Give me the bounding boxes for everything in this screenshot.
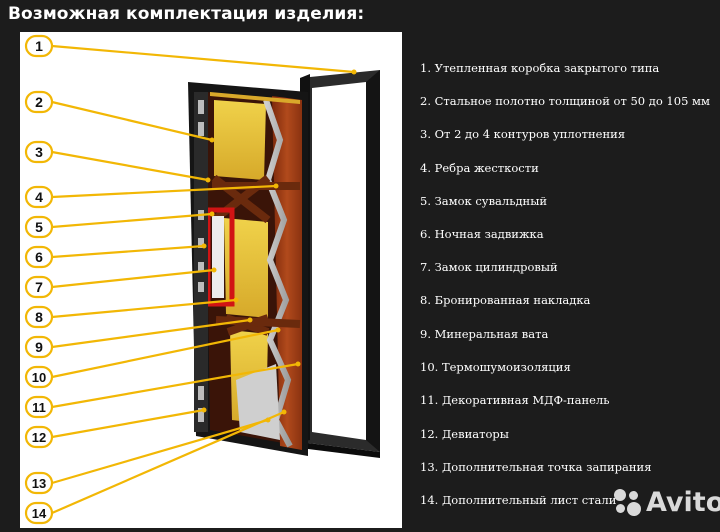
door-frame — [300, 70, 380, 458]
legend-item: 1. Утепленная коробка закрытого типа — [420, 61, 660, 75]
callout-badge-2: 2 — [24, 90, 54, 114]
callout-badge-13: 13 — [24, 471, 54, 495]
avito-logo-icon — [614, 488, 642, 517]
callout-lines — [51, 44, 355, 515]
avito-wordmark: Avito — [646, 487, 720, 518]
callout-badge-5: 5 — [24, 215, 54, 239]
callout-badge-12: 12 — [24, 425, 54, 449]
callout-badge-8: 8 — [24, 305, 54, 329]
legend-item: 11. Декоративная МДФ-панель — [420, 393, 610, 407]
stiffening-ribs — [211, 174, 301, 336]
legend-item: 4. Ребра жесткости — [420, 161, 539, 175]
legend-item: 12. Девиаторы — [420, 427, 509, 441]
callout-badge-1: 1 — [24, 34, 54, 58]
avito-watermark: Avito — [614, 487, 720, 518]
mineral-wool-block — [214, 100, 266, 180]
callout-number: 13 — [32, 476, 46, 491]
callout-number: 7 — [35, 279, 43, 295]
callout-badge-6: 6 — [24, 245, 54, 269]
callout-number: 8 — [35, 309, 43, 325]
callout-badge-14: 14 — [24, 501, 54, 525]
callout-number: 1 — [35, 38, 43, 54]
legend-item: 5. Замок сувальдный — [420, 194, 548, 208]
callout-number: 6 — [35, 249, 43, 265]
callout-number: 2 — [35, 94, 43, 110]
callout-badge-3: 3 — [24, 140, 54, 164]
callout-anchors — [201, 69, 357, 423]
legend: 1. Утепленная коробка закрытого типа 2. … — [410, 0, 720, 532]
callout-number: 10 — [32, 370, 46, 385]
callout-number: 9 — [35, 339, 43, 355]
legend-item: 14. Дополнительный лист стали — [420, 493, 617, 507]
legend-item: 7. Замок цилиндровый — [420, 260, 558, 274]
callout-number: 14 — [32, 506, 47, 521]
callout-badges: 1 2 3 4 5 6 7 8 9 10 11 12 13 14 — [24, 34, 54, 525]
page-title: Возможная комплектация изделия: — [8, 4, 365, 24]
callout-number: 12 — [32, 430, 46, 445]
callout-badge-10: 10 — [24, 365, 54, 389]
legend-item: 10. Термошумоизоляция — [420, 360, 571, 374]
callout-badge-4: 4 — [24, 185, 54, 209]
legend-item: 6. Ночная задвижка — [420, 227, 544, 241]
door-leaf — [188, 82, 308, 456]
callout-number: 3 — [35, 144, 43, 160]
callout-number: 4 — [35, 189, 43, 205]
legend-item: 2. Стальное полотно толщиной от 50 до 10… — [420, 94, 710, 108]
callout-number: 5 — [35, 219, 43, 235]
legend-item: 8. Бронированная накладка — [420, 293, 591, 307]
thermal-insulation-layer — [263, 99, 293, 448]
lock-mechanism — [212, 216, 224, 298]
callout-badge-11: 11 — [24, 395, 54, 419]
callout-badge-9: 9 — [24, 335, 54, 359]
legend-item: 13. Дополнительная точка запирания — [420, 460, 652, 474]
mineral-wool-block — [224, 218, 268, 318]
callout-number: 11 — [32, 400, 46, 415]
legend-item: 3. От 2 до 4 контуров уплотнения — [420, 127, 626, 141]
legend-item: 9. Минеральная вата — [420, 327, 549, 341]
callout-badge-7: 7 — [24, 275, 54, 299]
